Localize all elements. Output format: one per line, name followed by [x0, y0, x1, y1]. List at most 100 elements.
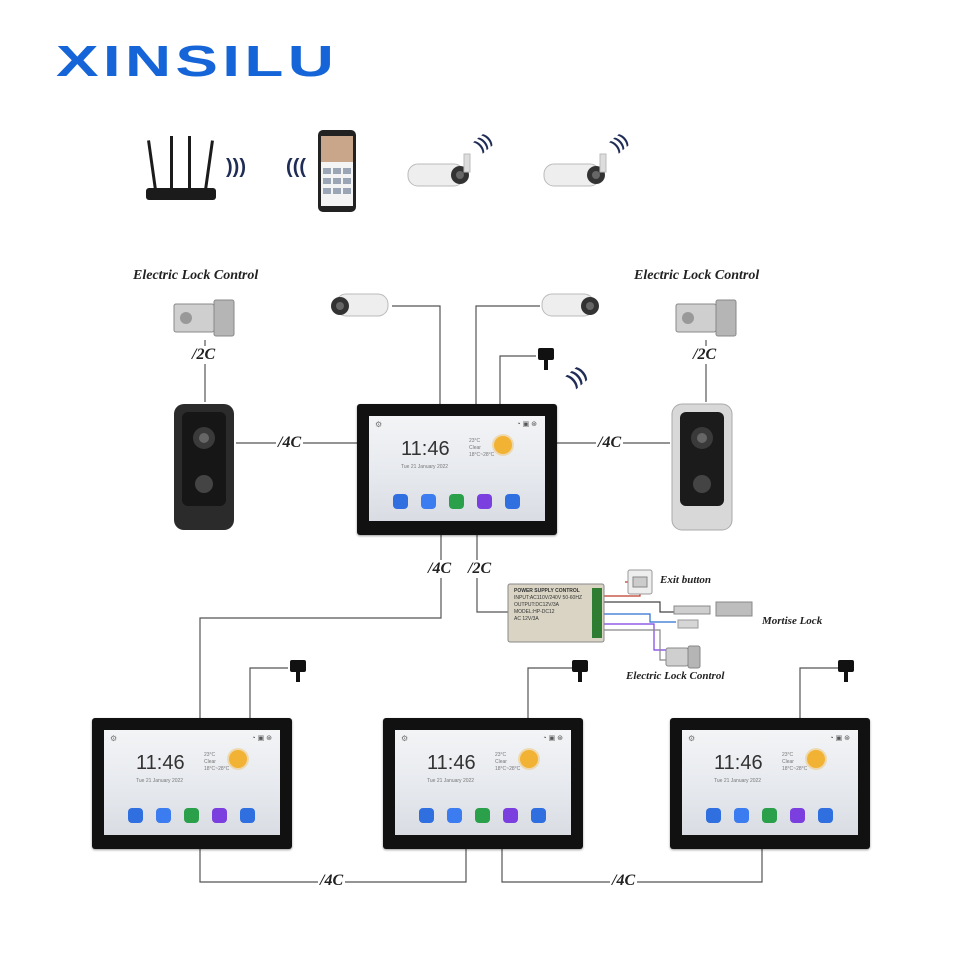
at-home-app-icon [240, 808, 255, 823]
ps-line: MODEL:HP-DC12 [514, 609, 555, 615]
weather: Clear [495, 759, 507, 765]
at-home-app-icon [505, 494, 520, 509]
status-icons: ◔ ▣ ⊛ [251, 735, 272, 742]
mortise-lock-icon [673, 601, 753, 629]
weather: Clear [204, 759, 216, 765]
settings-icon: ⚙ [688, 734, 696, 743]
wire-label-2c: /2C [466, 560, 494, 578]
sun-icon [520, 750, 538, 768]
cctv-app-icon [447, 808, 462, 823]
smartphone-app-icon [318, 130, 356, 212]
bullet-camera-icon [407, 153, 471, 187]
temp-range: 18°C~28°C [204, 766, 230, 772]
sun-icon [807, 750, 825, 768]
wire-label-4c: /4C [610, 872, 638, 890]
doorbell-outdoor-station-silver [671, 403, 733, 531]
media-app-icon [212, 808, 227, 823]
settings-icon: ⚙ [375, 420, 383, 429]
power-adapter-icon [538, 348, 554, 370]
label-lock-right: Electric Lock Control [634, 268, 760, 283]
clock-time: 11:46 [136, 752, 185, 774]
clock-time: 11:46 [714, 752, 763, 774]
cctv-app-icon [421, 494, 436, 509]
app-icons [706, 808, 833, 823]
status-icons: ◔ ▣ ⊛ [829, 735, 850, 742]
label-lock-bottom: Electric Lock Control [626, 670, 725, 682]
wire-label-4c: /4C [596, 434, 624, 452]
power-adapter-icon [290, 660, 306, 682]
intercom-app-icon [184, 808, 199, 823]
monitor-app-icon [706, 808, 721, 823]
at-home-app-icon [818, 808, 833, 823]
weather: Clear [782, 759, 794, 765]
intercom-app-icon [475, 808, 490, 823]
wire-label-2c: /2C [691, 346, 719, 364]
clock-date: Tue 21 January 2022 [427, 778, 475, 784]
temp-range: 18°C~28°C [782, 766, 808, 772]
electric-lock-icon [665, 645, 701, 669]
temp: 23°C [782, 752, 794, 758]
temp-range: 18°C~28°C [469, 452, 495, 458]
doorbell-outdoor-station-black [174, 404, 234, 530]
ps-line: INPUT:AC110V/240V 50-60HZ [514, 595, 582, 601]
status-icons: ◔ ▣ ⊛ [516, 421, 537, 428]
wireless-signal-icon: ))) [286, 156, 306, 178]
monitor-app-icon [393, 494, 408, 509]
clock-time: 11:46 [427, 752, 476, 774]
ps-line: AC 12V/3A [514, 616, 539, 622]
wire-label-4c: /4C [276, 434, 304, 452]
weather: Clear [469, 445, 481, 451]
clock-time: 11:46 [401, 438, 450, 460]
media-app-icon [477, 494, 492, 509]
monitor-app-icon [128, 808, 143, 823]
cctv-app-icon [156, 808, 171, 823]
temp: 23°C [469, 438, 481, 444]
wireless-signal-icon: ))) [226, 156, 246, 178]
clock-date: Tue 21 January 2022 [714, 778, 762, 784]
status-icons: ◔ ▣ ⊛ [542, 735, 563, 742]
app-icons [419, 808, 546, 823]
bullet-camera-icon [543, 153, 607, 187]
power-adapter-icon [838, 660, 854, 682]
power-supply-text: POWER SUPPLY CONTROL INPUT:AC110V/240V 5… [514, 588, 582, 623]
settings-icon: ⚙ [401, 734, 409, 743]
intercom-app-icon [449, 494, 464, 509]
media-app-icon [790, 808, 805, 823]
app-icons [128, 808, 255, 823]
bullet-camera-icon [331, 293, 389, 317]
ps-title: POWER SUPPLY CONTROL [514, 588, 580, 594]
at-home-app-icon [531, 808, 546, 823]
power-adapter-icon [572, 660, 588, 682]
wifi-router-icon [146, 136, 216, 200]
monitor-app-icon [419, 808, 434, 823]
exit-button-icon [627, 569, 653, 595]
sun-icon [229, 750, 247, 768]
clock-date: Tue 21 January 2022 [136, 778, 184, 784]
app-icons [393, 494, 520, 509]
power-supply-control-box [507, 583, 605, 643]
cctv-app-icon [734, 808, 749, 823]
temp-range: 18°C~28°C [495, 766, 521, 772]
label-lock-left: Electric Lock Control [133, 268, 259, 283]
temp: 23°C [495, 752, 507, 758]
media-app-icon [503, 808, 518, 823]
temp: 23°C [204, 752, 216, 758]
electric-lock-icon [675, 299, 737, 337]
wire-label-2c: /2C [190, 346, 218, 364]
clock-date: Tue 21 January 2022 [401, 464, 449, 470]
ps-line: OUTPUT:DC12V/3A [514, 602, 560, 608]
electric-lock-icon [173, 299, 235, 337]
label-mortise-lock: Mortise Lock [762, 615, 823, 627]
